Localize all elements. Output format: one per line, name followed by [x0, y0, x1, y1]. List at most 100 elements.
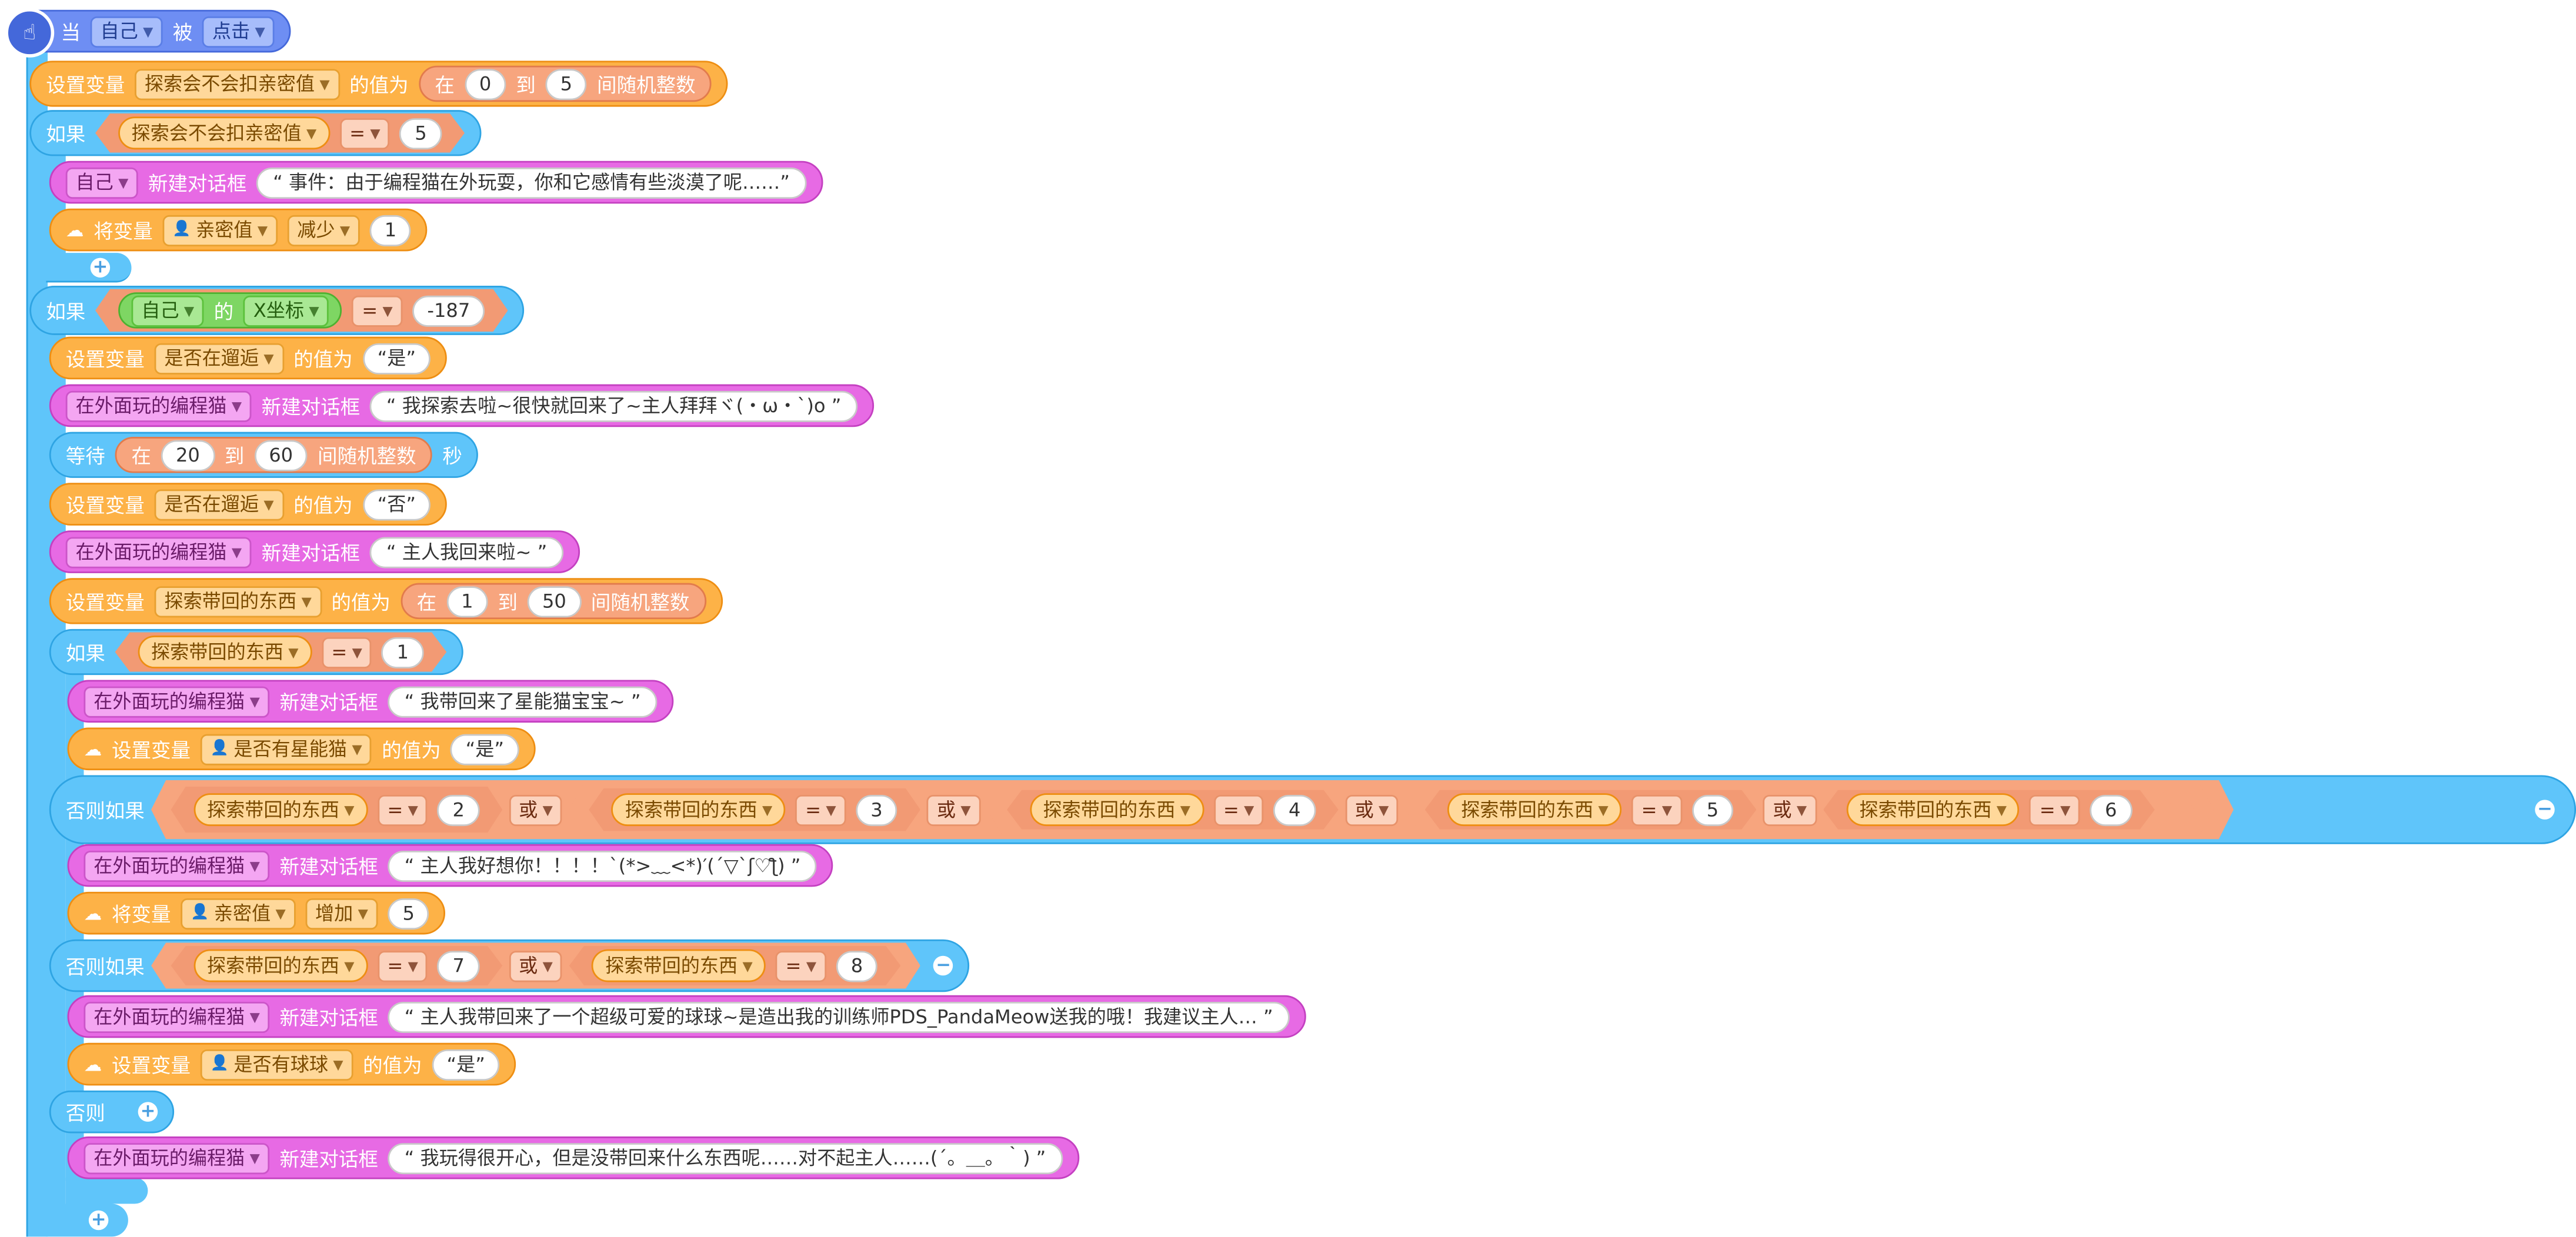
change-amount-input[interactable]: 5	[388, 897, 430, 929]
dialog-text-input[interactable]: “ 我探索去啦~很快就回来了~主人拜拜ヾ(・ω・`)o ”	[369, 390, 858, 422]
variable-dropdown[interactable]: 探索会不会扣亲密值▼	[135, 68, 340, 100]
new-dialog-block[interactable]: 在外面玩的编程猫▼ 新建对话框 “ 我探索去啦~很快就回来了~主人拜拜ヾ(・ω・…	[49, 384, 875, 427]
operator-dropdown[interactable]: =▼	[378, 950, 428, 981]
equals-condition[interactable]: 探索带回的东西▼ =▼ 2	[171, 787, 503, 833]
variable-dropdown[interactable]: 👤亲密值▼	[162, 214, 278, 246]
variable-reporter[interactable]: 探索带回的东西▼	[1030, 793, 1203, 826]
new-dialog-block[interactable]: 在外面玩的编程猫▼ 新建对话框 “ 主人我带回来了一个超级可爱的球球~是造出我的…	[67, 995, 1306, 1038]
dialog-target-dropdown[interactable]: 在外面玩的编程猫▼	[84, 850, 270, 881]
dialog-text-input[interactable]: “ 我带回来了星能猫宝宝~ ”	[388, 686, 658, 717]
random-from-input[interactable]: 0	[464, 68, 506, 100]
dialog-target-dropdown[interactable]: 在外面玩的编程猫▼	[84, 1001, 270, 1032]
variable-reporter[interactable]: 探索带回的东西▼	[194, 950, 368, 982]
or-condition[interactable]: 探索带回的东西▼ =▼ 7 或▼ 探索带回的东西▼ =▼ 8	[151, 942, 920, 988]
equals-condition[interactable]: 探索带回的东西▼ =▼ 3	[589, 788, 920, 831]
operator-dropdown[interactable]: =▼	[795, 794, 846, 825]
else-if-block[interactable]: 否则如果 探索带回的东西▼ =▼ 7 或▼ 探索带回的东西▼ =▼ 8 −	[49, 939, 970, 992]
random-to-input[interactable]: 60	[254, 439, 308, 471]
operator-dropdown[interactable]: =▼	[2030, 794, 2080, 825]
dialog-text-input[interactable]: “ 我玩得很开心，但是没带回来什么东西呢……对不起主人……(´。＿。｀) ”	[388, 1142, 1063, 1174]
variable-dropdown[interactable]: 👤亲密值▼	[181, 897, 296, 929]
variable-reporter[interactable]: 探索带回的东西▼	[612, 793, 785, 826]
variable-reporter[interactable]: 探索带回的东西▼	[1448, 793, 1621, 826]
random-integer-block[interactable]: 在 0 到 5 间随机整数	[418, 65, 712, 102]
add-branch-button[interactable]: +	[138, 1101, 158, 1122]
operator-dropdown[interactable]: =▼	[378, 794, 428, 825]
new-dialog-block[interactable]: 在外面玩的编程猫▼ 新建对话框 “ 我带回来了星能猫宝宝~ ”	[67, 680, 674, 723]
operator-dropdown[interactable]: =▼	[776, 950, 826, 981]
remove-branch-button[interactable]: −	[2535, 799, 2555, 820]
value-input[interactable]: “是”	[451, 733, 519, 765]
event-action-dropdown[interactable]: 点击▼	[202, 15, 275, 47]
variable-reporter[interactable]: 探索带回的东西▼	[592, 950, 766, 982]
dialog-target-dropdown[interactable]: 在外面玩的编程猫▼	[65, 390, 252, 422]
variable-dropdown[interactable]: 👤是否有球球▼	[200, 1048, 353, 1080]
when-clicked-hat-block[interactable]: ☝ 当 自己▼ 被 点击▼	[5, 8, 292, 58]
set-variable-block[interactable]: 设置变量 是否在遛逅▼ 的值为 “是”	[49, 336, 448, 380]
equals-condition[interactable]: 探索带回的东西▼ =▼ 5	[1425, 790, 1757, 830]
compare-value-input[interactable]: 3	[856, 794, 897, 825]
or-dropdown[interactable]: 或▼	[509, 950, 562, 981]
dialog-text-input[interactable]: “ 主人我回来啦~ ”	[369, 536, 564, 568]
value-input[interactable]: “是”	[432, 1048, 500, 1080]
or-condition[interactable]: 探索带回的东西▼ =▼ 2 或▼ 探索带回的东西▼ =▼ 3 或▼ 探索带回的东…	[151, 780, 2234, 840]
compare-value-input[interactable]: 1	[382, 636, 423, 667]
or-condition[interactable]: 探索带回的东西▼ =▼ 3 或▼ 探索带回的东西▼ =▼ 4 或▼ 探索带回的东…	[569, 783, 2214, 835]
variable-dropdown[interactable]: 👤是否有星能猫▼	[200, 733, 372, 765]
random-to-input[interactable]: 5	[545, 68, 588, 100]
value-input[interactable]: “否”	[362, 489, 431, 520]
variable-reporter[interactable]: 探索带回的东西▼	[194, 793, 368, 826]
compare-value-input[interactable]: 8	[836, 950, 878, 981]
new-dialog-block[interactable]: 在外面玩的编程猫▼ 新建对话框 “ 我玩得很开心，但是没带回来什么东西呢……对不…	[67, 1136, 1079, 1179]
change-op-dropdown[interactable]: 增加▼	[305, 897, 378, 929]
if2-add-branch-button[interactable]: +	[88, 1209, 109, 1231]
equals-condition[interactable]: 探索带回的东西▼ =▼ 8	[569, 946, 901, 985]
if1-add-branch-button[interactable]: +	[90, 257, 111, 278]
else-block[interactable]: 否则 +	[49, 1090, 175, 1134]
equals-condition[interactable]: 探索会不会扣亲密值▼ =▼ 5	[95, 113, 465, 153]
compare-value-input[interactable]: -187	[412, 295, 485, 326]
else-if-block[interactable]: 否则如果 探索带回的东西▼ =▼ 2 或▼ 探索带回的东西▼ =▼ 3 或▼ 探…	[49, 775, 2576, 844]
equals-condition[interactable]: 探索带回的东西▼ =▼ 1	[115, 632, 447, 671]
equals-condition[interactable]: 探索带回的东西▼ =▼ 6	[1823, 790, 2155, 830]
or-dropdown[interactable]: 或▼	[1763, 794, 1817, 825]
operator-dropdown[interactable]: =▼	[352, 295, 402, 326]
dialog-target-dropdown[interactable]: 在外面玩的编程猫▼	[84, 1142, 270, 1174]
variable-reporter[interactable]: 探索带回的东西▼	[1846, 793, 2020, 826]
change-variable-block[interactable]: ☁ 将变量 👤亲密值▼ 减少▼ 1	[49, 208, 428, 252]
dialog-text-input[interactable]: “ 主人我好想你！！！！`(*>﹏<*)′(´▽`ʃ♡ƪ) ”	[388, 850, 817, 881]
variable-dropdown[interactable]: 是否在遛逅▼	[154, 342, 284, 374]
dialog-text-input[interactable]: “ 主人我带回来了一个超级可爱的球球~是造出我的训练师PDS_PandaMeow…	[388, 1001, 1290, 1032]
or-condition[interactable]: 探索带回的东西▼ =▼ 5 或▼ 探索带回的东西▼ =▼ 6	[1405, 787, 2174, 833]
equals-condition[interactable]: 探索带回的东西▼ =▼ 7	[171, 946, 503, 985]
value-input[interactable]: “是”	[362, 342, 431, 374]
equals-condition[interactable]: 自己▼ 的 X坐标▼ =▼ -187	[95, 289, 508, 332]
set-variable-block[interactable]: 设置变量 探索会不会扣亲密值▼ 的值为 在 0 到 5 间随机整数	[29, 61, 729, 107]
set-variable-block[interactable]: 设置变量 探索带回的东西▼ 的值为 在 1 到 50 间随机整数	[49, 578, 723, 624]
or-condition[interactable]: 探索带回的东西▼ =▼ 4 或▼ 探索带回的东西▼ =▼ 5 或▼ 探索带	[987, 785, 2194, 834]
dialog-target-dropdown[interactable]: 自己▼	[65, 166, 139, 198]
new-dialog-block[interactable]: 在外面玩的编程猫▼ 新建对话框 “ 主人我回来啦~ ”	[49, 530, 580, 573]
set-variable-block[interactable]: ☁ 设置变量 👤是否有星能猫▼ 的值为 “是”	[67, 727, 536, 771]
variable-dropdown[interactable]: 是否在遛逅▼	[154, 489, 284, 520]
if-block[interactable]: 如果 探索带回的东西▼ =▼ 1	[49, 628, 463, 676]
random-from-input[interactable]: 1	[446, 585, 488, 617]
random-integer-block[interactable]: 在 20 到 60 间随机整数	[115, 437, 433, 473]
variable-reporter[interactable]: 探索带回的东西▼	[138, 636, 312, 668]
event-target-dropdown[interactable]: 自己▼	[90, 15, 163, 47]
or-dropdown[interactable]: 或▼	[927, 794, 980, 825]
object-dropdown[interactable]: 自己▼	[132, 295, 204, 326]
property-reporter[interactable]: 自己▼ 的 X坐标▼	[118, 292, 342, 328]
change-op-dropdown[interactable]: 减少▼	[287, 214, 360, 246]
property-dropdown[interactable]: X坐标▼	[243, 295, 329, 326]
operator-dropdown[interactable]: =▼	[322, 636, 372, 667]
random-integer-block[interactable]: 在 1 到 50 间随机整数	[400, 583, 706, 620]
change-amount-input[interactable]: 1	[369, 214, 412, 246]
random-from-input[interactable]: 20	[161, 439, 215, 471]
dialog-target-dropdown[interactable]: 在外面玩的编程猫▼	[65, 536, 252, 568]
if-block[interactable]: 如果 探索会不会扣亲密值▼ =▼ 5	[29, 110, 481, 156]
variable-reporter[interactable]: 探索会不会扣亲密值▼	[118, 116, 329, 149]
new-dialog-block[interactable]: 自己▼ 新建对话框 “ 事件：由于编程猫在外玩耍，你和它感情有些淡漠了呢……”	[49, 161, 823, 204]
compare-value-input[interactable]: 2	[438, 794, 479, 825]
compare-value-input[interactable]: 5	[400, 118, 442, 149]
